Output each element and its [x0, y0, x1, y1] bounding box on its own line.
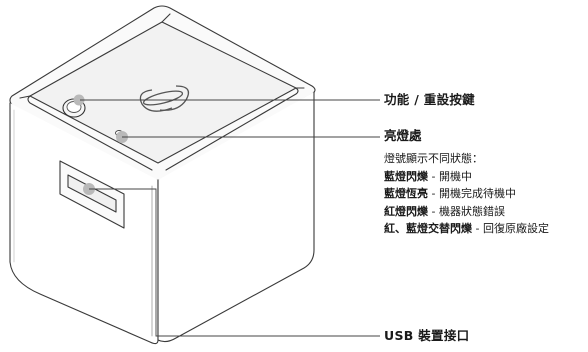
- light-state-sep: -: [472, 222, 483, 235]
- top-bevel-back: [19, 13, 305, 99]
- right-face: [157, 91, 315, 343]
- light-state-list: 燈號顯示不同狀態： 藍燈閃爍 - 開機中 藍燈恆亮 - 開機完成待機中 紅燈閃爍…: [384, 150, 549, 238]
- top-bevel-right: [165, 87, 299, 171]
- light-state-name: 紅、藍燈交替閃爍: [384, 222, 472, 235]
- callout-line-usb: [89, 188, 380, 337]
- light-state-name: 藍燈恆亮: [384, 187, 428, 200]
- light-state-meaning: 開機中: [438, 169, 472, 183]
- reset-button-icon: [62, 94, 86, 118]
- light-state-row-2: 藍燈恆亮 - 開機完成待機中: [384, 185, 549, 203]
- light-indicator-icon: [115, 130, 128, 143]
- light-state-meaning: 回復原廠設定: [482, 222, 549, 235]
- light-state-row-1: 藍燈閃爍 - 開機中: [384, 168, 549, 186]
- usb-port-label: USB 裝置接口: [384, 328, 470, 343]
- light-state-row-4: 紅、藍燈交替閃爍 - 回復原廠設定: [384, 220, 549, 238]
- function-reset-label: 功能 / 重設按鍵: [384, 92, 475, 107]
- callout-lines: [80, 99, 380, 337]
- light-state-sep: -: [428, 169, 439, 183]
- device-body: [9, 5, 316, 345]
- light-state-row-3: 紅燈閃爍 - 機器狀態錯誤: [384, 203, 549, 221]
- light-state-meaning: 開機完成待機中: [438, 187, 516, 200]
- light-state-meaning: 機器狀態錯誤: [438, 204, 505, 218]
- light-state-sep: -: [428, 204, 439, 218]
- light-subtitle: 燈號顯示不同狀態：: [384, 152, 483, 165]
- left-face: [9, 102, 159, 345]
- light-state-name: 紅燈閃爍: [384, 204, 428, 218]
- light-title: 亮燈處: [384, 128, 422, 143]
- light-state-name: 藍燈閃爍: [384, 169, 428, 183]
- light-state-sep: -: [428, 187, 439, 200]
